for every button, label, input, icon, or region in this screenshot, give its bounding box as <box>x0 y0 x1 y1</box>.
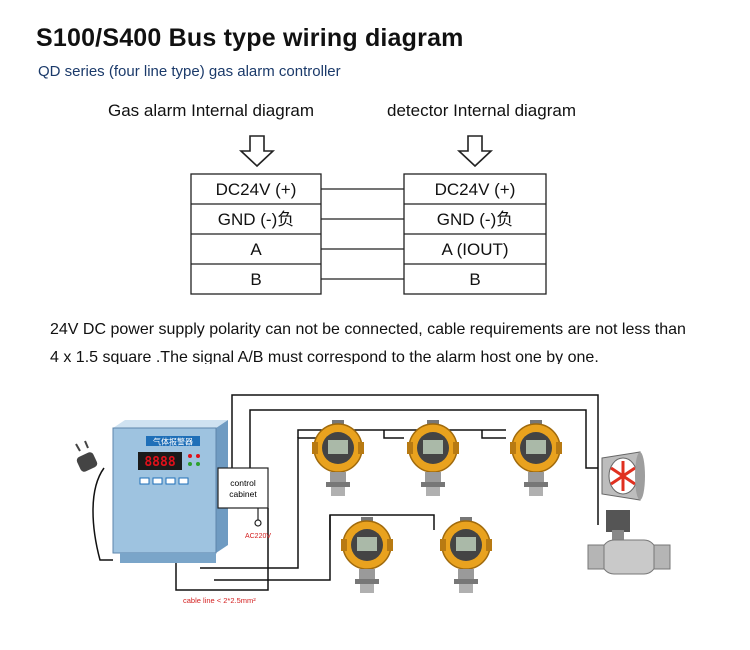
cable-label: cable line < 2*2.5mm² <box>183 596 256 605</box>
left-terminal-dc24v: DC24V (+) <box>216 180 297 199</box>
power-label: AC220V <box>245 533 271 540</box>
control-cabinet: control cabinet AC220V <box>217 467 271 540</box>
gas-detector-5 <box>439 516 493 594</box>
wiring-note-line-1: 24V DC power supply polarity can not be … <box>50 321 686 338</box>
right-terminal-b: B <box>469 270 480 289</box>
wiring-note: 24V DC power supply polarity can not be … <box>50 316 730 364</box>
terminal-connection-wires <box>321 188 404 280</box>
controller-panel-label: 气体报警器 <box>153 437 193 447</box>
right-terminal-dc24v: DC24V (+) <box>435 180 516 199</box>
left-terminal-b: B <box>250 270 261 289</box>
gas-alarm-controller: 气体报警器 8888 <box>112 420 228 563</box>
right-terminal-a-iout: A (IOUT) <box>441 240 508 259</box>
gas-detector-4 <box>340 516 394 594</box>
gas-detector-3 <box>509 419 563 497</box>
controller-buttons <box>139 477 189 485</box>
page-title: S100/S400 Bus type wiring diagram <box>36 24 464 52</box>
down-arrow-icon <box>456 135 494 168</box>
detector-terminal-block: DC24V (+) GND (-)负 A (IOUT) B <box>403 173 547 295</box>
right-terminal-gnd: GND (-)负 <box>437 210 513 229</box>
down-arrow-icon <box>238 135 276 168</box>
gas-detector-1 <box>311 419 365 497</box>
gas-detector-2 <box>406 419 460 497</box>
power-plug-icon <box>75 440 98 472</box>
left-terminal-a: A <box>250 240 262 259</box>
wiring-note-line-2: 4 x 1.5 square .The signal A/B must corr… <box>50 349 599 364</box>
left-terminal-gnd: GND (-)负 <box>218 210 294 229</box>
gas-alarm-terminal-block: DC24V (+) GND (-)负 A B <box>190 173 322 295</box>
page-subtitle: QD series (four line type) gas alarm con… <box>38 63 341 80</box>
exhaust-fan-icon <box>601 451 645 501</box>
controller-display: 8888 <box>144 455 175 470</box>
solenoid-valve-icon <box>587 510 671 575</box>
control-cabinet-label-2: cabinet <box>229 489 257 499</box>
controller-indicator-leds <box>188 454 200 466</box>
detector-heading: detector Internal diagram <box>387 101 576 120</box>
gas-alarm-heading: Gas alarm Internal diagram <box>108 101 314 120</box>
bus-wires <box>92 394 599 591</box>
control-cabinet-label-1: control <box>230 478 256 488</box>
